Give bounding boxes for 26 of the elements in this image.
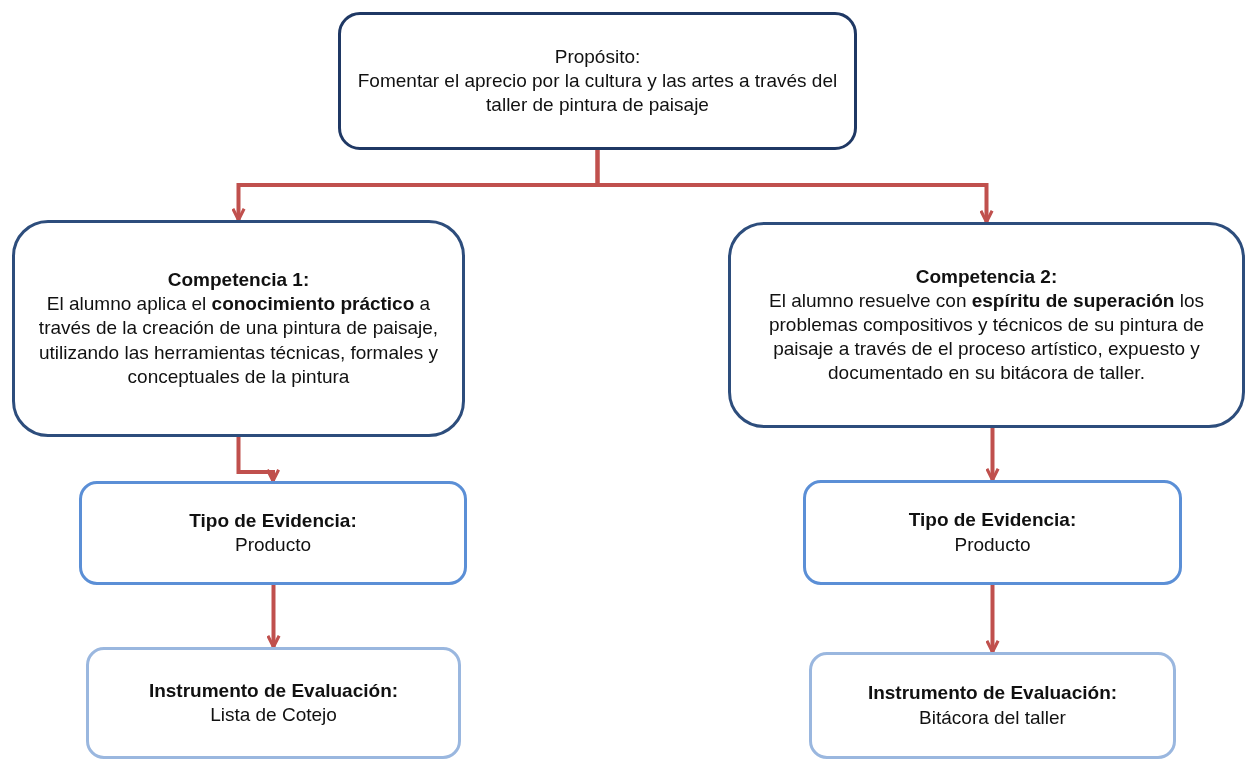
arrow (595, 150, 994, 224)
arrow (985, 428, 1000, 482)
arrow (985, 585, 1000, 654)
box-heading: Competencia 1: (167, 268, 310, 293)
box-heading: Propósito: (554, 44, 641, 69)
box-text: Lista de Cotejo (210, 703, 337, 727)
process-box (338, 12, 857, 150)
box-text: El alumno aplica el conocimiento práctico a través de la creación de una pintura de paisaje, utilizando las herramientas técnicas, formales y conceptuales de la pintura (37, 292, 440, 389)
arrow (266, 585, 281, 649)
box-heading: Instrumento de Evaluación: (148, 678, 399, 703)
box-text: Producto (954, 532, 1031, 557)
process-box (803, 480, 1182, 585)
process-box (728, 222, 1245, 428)
process-box (79, 481, 467, 585)
box-text: Fomentar el aprecio por la cultura y las artes a través del taller de pintura de paisaje (357, 68, 838, 118)
box-text: Producto (234, 533, 311, 557)
process-box (809, 652, 1176, 759)
box-heading: Tipo de Evidencia: (908, 508, 1077, 533)
box-heading: Instrumento de Evaluación: (867, 681, 1118, 706)
box-heading: Competencia 2: (915, 264, 1058, 289)
arrow (236, 437, 281, 483)
box-text: El alumno resuelve con espíritu de superación los problemas compositivos y técnicos de su pintura de paisaje a través de el proceso artístico, expuesto y documentado en su bitácora de taller. (767, 288, 1206, 386)
process-box (86, 647, 461, 759)
box-heading: Tipo de Evidencia: (189, 508, 357, 533)
process-box (12, 220, 465, 437)
box-text: Bitácora del taller (919, 705, 1066, 730)
